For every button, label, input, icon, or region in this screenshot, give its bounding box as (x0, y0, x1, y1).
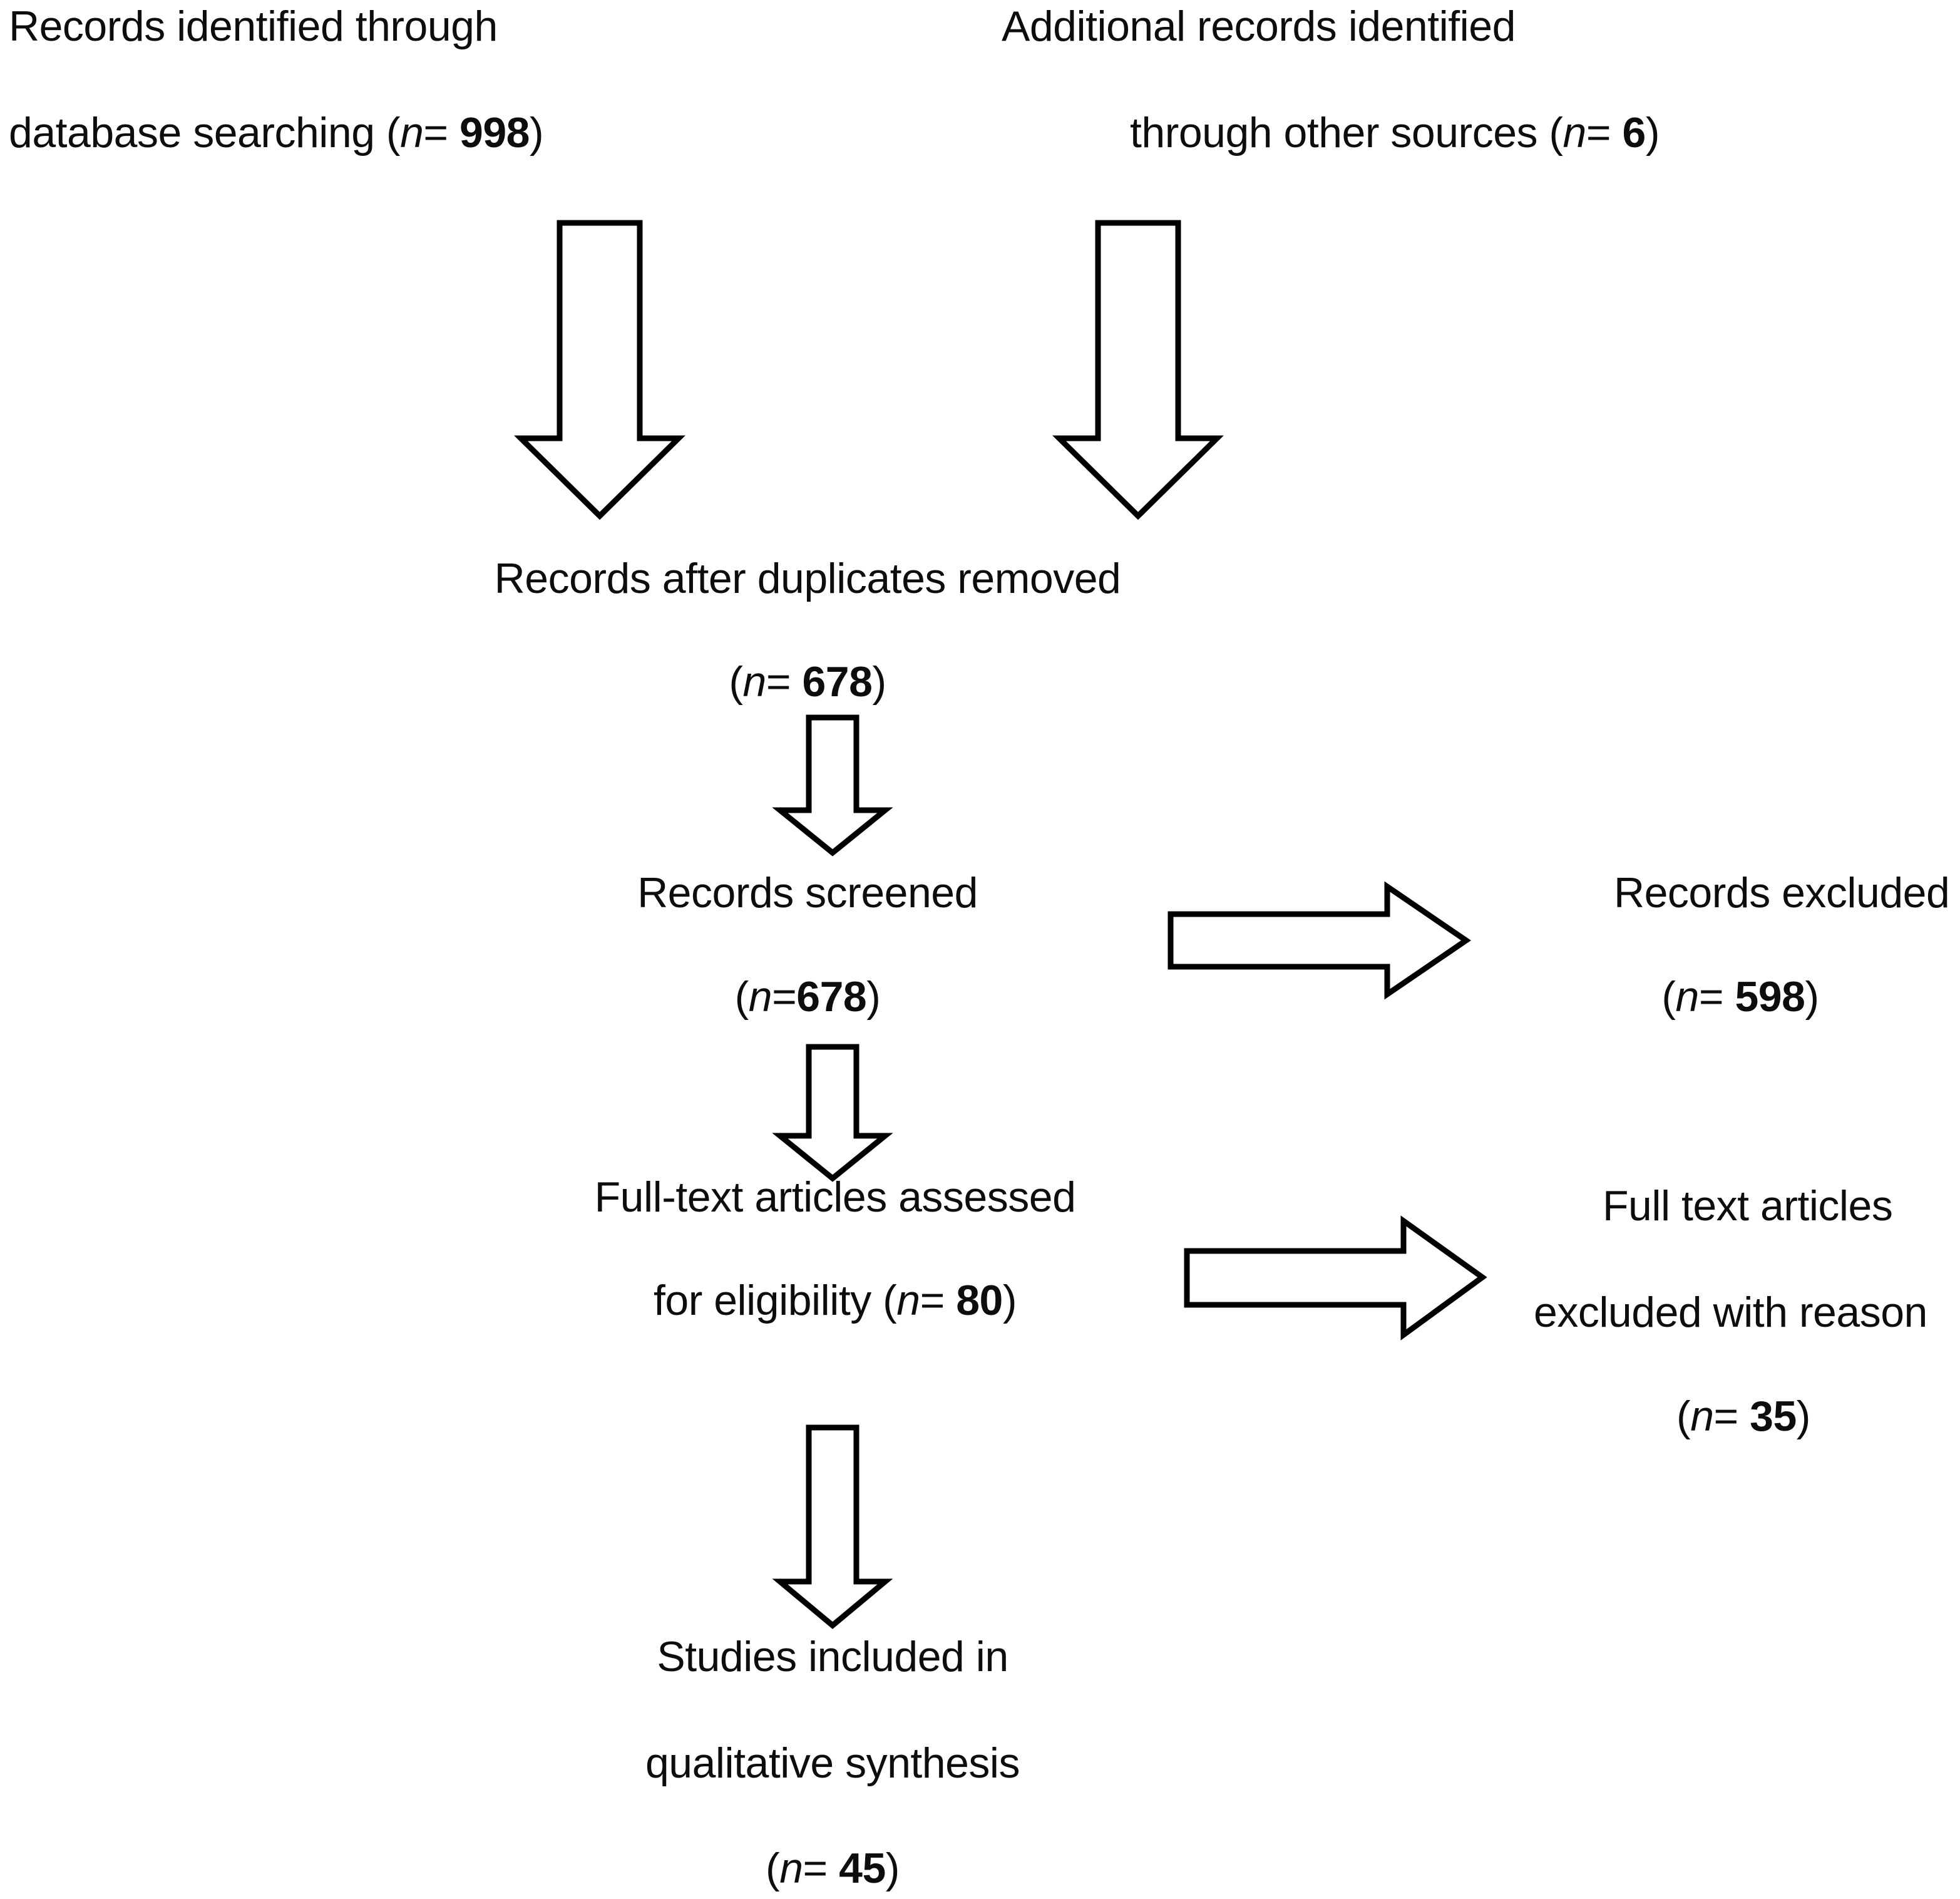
text-fragment: through other sources ( (1130, 109, 1563, 157)
label-records-screened-count: (n=678) (735, 975, 881, 1018)
label-studies-included-line2: qualitative synthesis (645, 1739, 1020, 1787)
label-studies-included-line1: Studies included in (657, 1633, 1008, 1680)
label-studies-included-count: (n= 45) (766, 1847, 900, 1890)
label-fulltext-assessed-line1: Full-text articles assessed (594, 1173, 1076, 1221)
label-records-identified-database-line2: database searching (n= 998) (9, 109, 544, 157)
label-duplicates-removed-line1: Records after duplicates removed (494, 555, 1121, 602)
count-value: 80 (956, 1277, 1003, 1324)
italic-n: n (779, 1845, 803, 1892)
label-fulltext-excluded-line1: Full text articles (1603, 1182, 1893, 1230)
label-records-screened-line1: Records screened (637, 869, 978, 917)
equals-sign: = (920, 1277, 957, 1324)
arrow-down-screened-to-fulltext (772, 1044, 893, 1182)
label-additional-records-line2: through other sources (n= 6) (1130, 111, 1660, 154)
label-records-excluded-line1: Records excluded (1614, 869, 1950, 917)
text-fragment: ) (529, 109, 544, 157)
label-additional-records-line1: Additional records identified (1002, 3, 1516, 50)
italic-n: n (1675, 973, 1700, 1021)
count-value: 45 (839, 1845, 886, 1892)
arrow-down-fulltext-to-included (772, 1424, 893, 1629)
equals-sign: = (423, 109, 460, 157)
text-fragment: for eligibility ( (653, 1277, 897, 1324)
count-value: 678 (802, 658, 873, 706)
text-fragment: ) (866, 973, 881, 1021)
arrow-down-duplicates-to-screened (772, 714, 893, 857)
arrow-down-other-sources-to-duplicates (1052, 220, 1224, 520)
count-value: 998 (459, 109, 530, 157)
text-fragment: database searching ( (9, 109, 401, 157)
equals-sign: = (1713, 1392, 1750, 1440)
arrow-right-fulltext-to-excluded (1184, 1215, 1487, 1341)
count-value: 35 (1750, 1392, 1797, 1440)
label-fulltext-excluded-line2: excluded with reason (1534, 1289, 1927, 1336)
text-fragment: ) (885, 1845, 900, 1892)
equals-sign: = (1698, 973, 1735, 1021)
arrow-right-screened-to-excluded (1167, 881, 1471, 1000)
text-fragment: ) (1796, 1392, 1811, 1440)
label-duplicates-removed-count: (n= 678) (729, 661, 886, 703)
label-fulltext-excluded-count: (n= 35) (1676, 1395, 1810, 1438)
text-fragment: ( (734, 973, 749, 1021)
text-fragment: ( (1661, 973, 1676, 1021)
label-records-identified-database-line1: Records identified through (9, 3, 498, 50)
text-fragment: ) (1645, 109, 1660, 157)
count-value: 6 (1622, 109, 1646, 157)
count-value: 678 (796, 973, 867, 1021)
text-fragment: ) (1805, 973, 1819, 1021)
equals-sign: = (766, 658, 803, 706)
italic-n: n (748, 973, 772, 1021)
italic-n: n (1690, 1392, 1714, 1440)
italic-n: n (896, 1277, 920, 1324)
text-fragment: ) (1002, 1277, 1017, 1324)
text-fragment: ( (1676, 1392, 1691, 1440)
equals-sign: = (803, 1845, 839, 1892)
italic-n: n (1562, 109, 1587, 157)
text-fragment: ( (766, 1845, 780, 1892)
text-fragment: ) (872, 658, 886, 706)
equals-sign: = (1586, 109, 1623, 157)
text-fragment: ( (729, 658, 743, 706)
arrow-down-database-to-duplicates (514, 220, 685, 520)
italic-n: n (400, 109, 424, 157)
label-fulltext-assessed-line2: for eligibility (n= 80) (654, 1279, 1017, 1322)
count-value: 598 (1735, 973, 1805, 1021)
equals-sign: = (772, 973, 797, 1021)
label-records-excluded-count: (n= 598) (1661, 975, 1819, 1018)
italic-n: n (742, 658, 767, 706)
